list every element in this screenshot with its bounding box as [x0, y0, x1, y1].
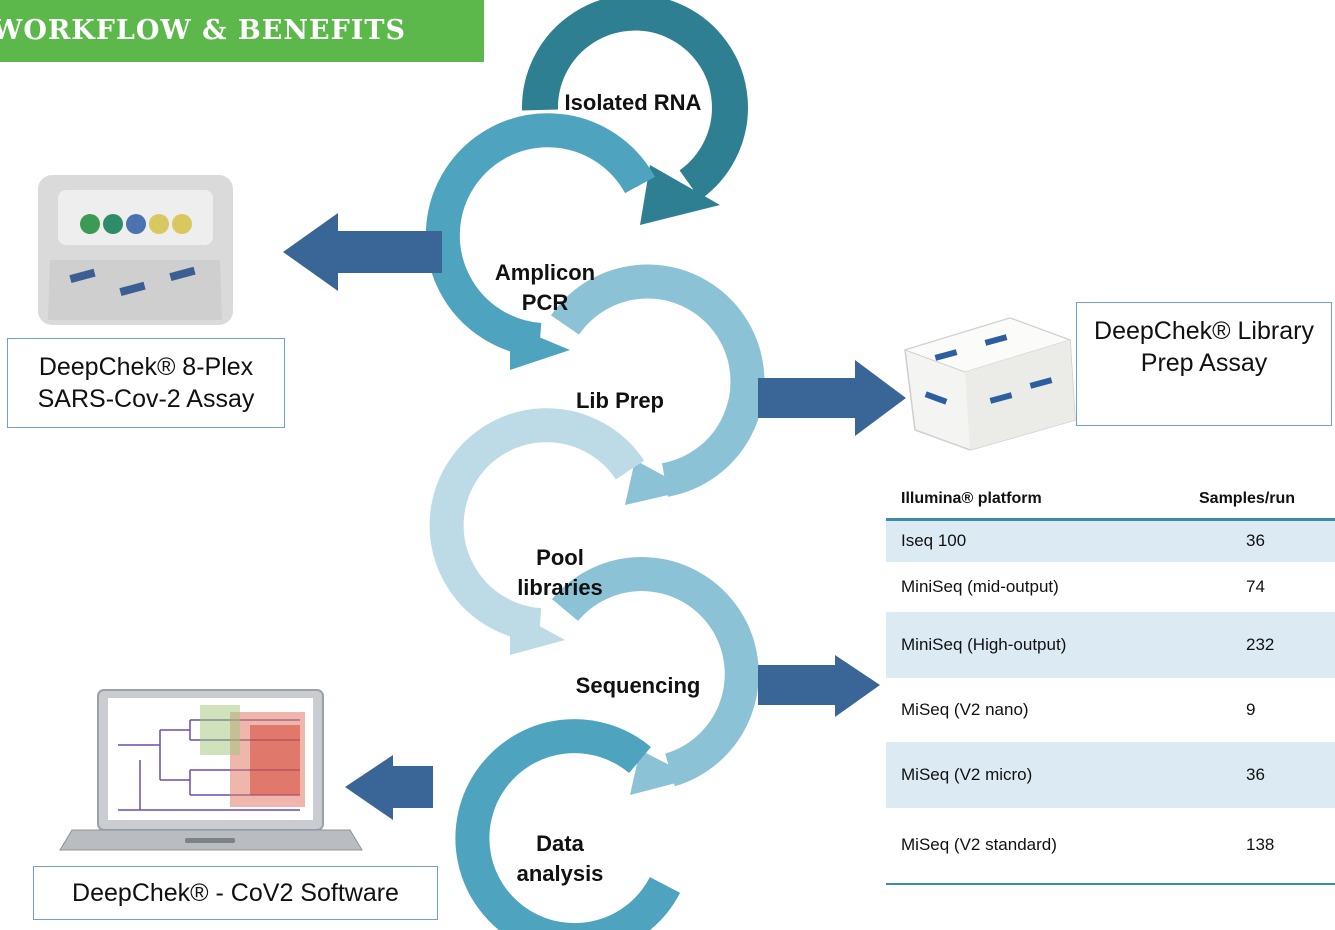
step-lib-prep: Lib Prep	[560, 386, 680, 416]
cell-platform: MiniSeq (mid-output)	[901, 576, 1059, 596]
step-pool-libraries: Pool libraries	[490, 513, 630, 603]
step-data-analysis-label: Data analysis	[516, 831, 604, 886]
step-sequencing: Sequencing	[558, 671, 718, 701]
cell-platform: Iseq 100	[886, 519, 1121, 562]
section-banner: WORKFLOW & BENEFITS	[0, 0, 484, 62]
arrow-to-8plex-assay	[283, 213, 442, 291]
cell-platform: MiSeq (V2 nano)	[901, 699, 1029, 719]
label-8plex-assay: DeepChek® 8-Plex SARS-Cov-2 Assay	[7, 338, 285, 428]
table-row: MiSeq (V2 nano) 9	[886, 678, 1335, 742]
label-library-prep-assay-text: DeepChek® Library Prep Assay	[1094, 317, 1314, 377]
banner-title: WORKFLOW & BENEFITS	[0, 15, 406, 46]
spiral-arrow-data-analysis	[455, 719, 681, 930]
label-8plex-assay-text: DeepChek® 8-Plex SARS-Cov-2 Assay	[37, 353, 255, 413]
cell-samples: 232	[1121, 611, 1335, 678]
cell-samples: 9	[1246, 699, 1256, 719]
spiral-arrow-pool-libraries	[429, 408, 645, 655]
header-samples: Samples/run	[1121, 478, 1335, 521]
spiral-arrow-isolated-rna	[521, 0, 748, 225]
cell-platform: MiniSeq (High-output)	[886, 611, 1121, 678]
step-isolated-rna-label: Isolated RNA	[564, 90, 702, 115]
arrow-to-library-prep	[758, 360, 906, 436]
table-row: MiSeq (V2 micro) 36	[886, 741, 1335, 808]
step-amplicon-pcr-label: Amplicon PCR	[494, 260, 596, 315]
table-row: MiSeq (V2 standard) 138	[886, 807, 1335, 885]
step-amplicon-pcr: Amplicon PCR	[480, 228, 610, 318]
spiral-arrow-lib-prep	[550, 264, 765, 505]
step-pool-libraries-label: Pool libraries	[517, 545, 603, 600]
table-row: MiniSeq (High-output) 232	[886, 611, 1335, 678]
table-row: Iseq 100 36	[886, 519, 1335, 562]
cell-platform: MiSeq (V2 standard)	[886, 807, 1121, 885]
cell-samples: 36	[1121, 519, 1335, 562]
spiral-arrow-sequencing	[551, 557, 759, 795]
step-sequencing-label: Sequencing	[575, 673, 701, 698]
table-row: MiniSeq (mid-output) 74	[886, 562, 1335, 612]
label-library-prep-assay: DeepChek® Library Prep Assay	[1076, 302, 1332, 426]
phylogenetic-tree-icon	[118, 705, 305, 811]
spiral-arrow-amplicon-pcr	[425, 113, 655, 370]
cell-samples: 36	[1121, 741, 1335, 808]
arrow-to-software	[345, 755, 433, 820]
label-cov2-software-text: DeepChek® - CoV2 Software	[72, 879, 399, 907]
cell-platform: MiSeq (V2 micro)	[886, 741, 1121, 808]
cell-samples: 138	[1121, 807, 1335, 885]
label-cov2-software: DeepChek® - CoV2 Software	[33, 866, 438, 920]
table-header-row: Illumina® platform Samples/run	[886, 478, 1335, 521]
library-prep-box-image	[903, 317, 1076, 451]
step-lib-prep-label: Lib Prep	[575, 388, 664, 413]
cell-samples: 74	[1246, 576, 1265, 596]
8plex-kit-image	[38, 175, 233, 325]
step-isolated-rna: Isolated RNA	[548, 88, 718, 118]
step-data-analysis: Data analysis	[495, 799, 625, 889]
laptop-image	[59, 689, 363, 851]
arrow-to-platform-table	[758, 655, 880, 717]
header-platform: Illumina® platform	[886, 478, 1121, 521]
platform-table: Illumina® platform Samples/run Iseq 100 …	[886, 478, 1335, 885]
